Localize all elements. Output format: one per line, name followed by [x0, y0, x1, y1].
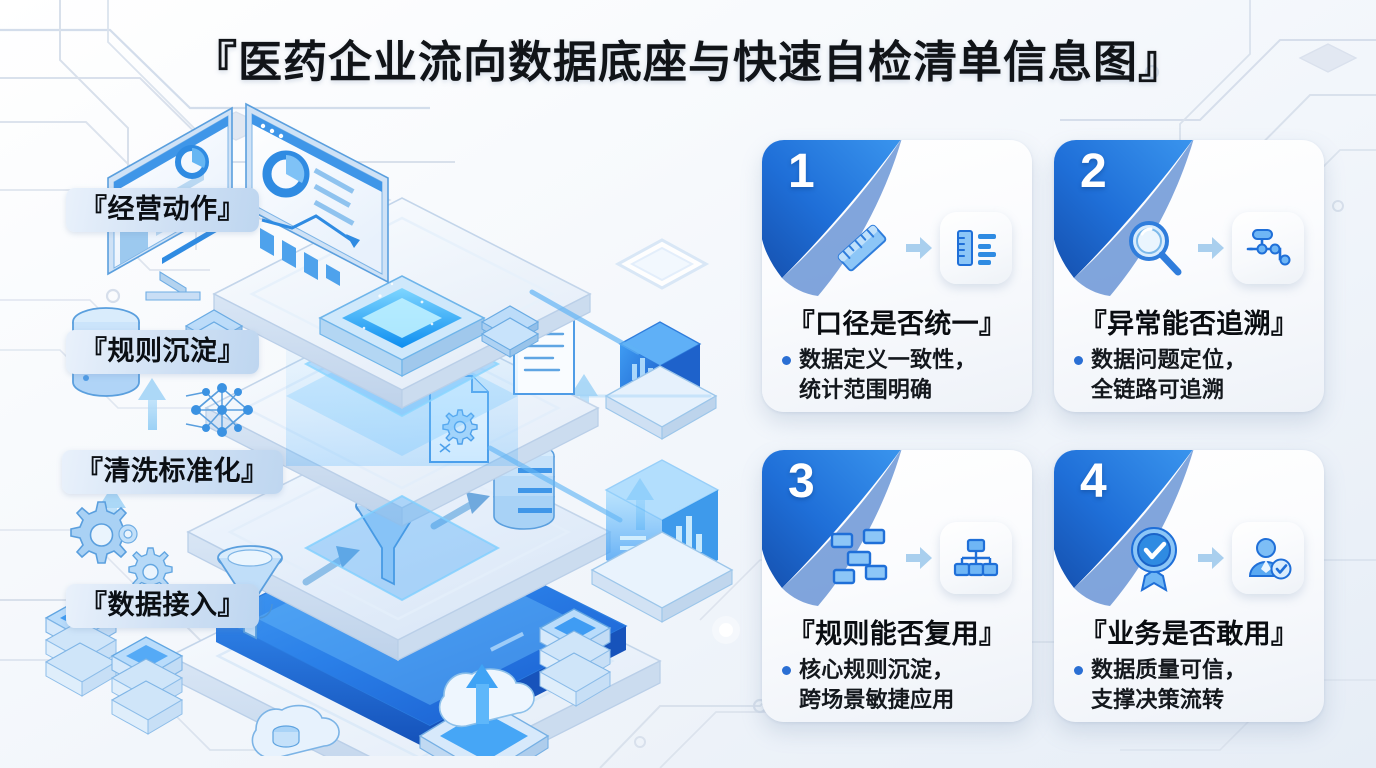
layer-label-rules: 『规则沉淀』 [66, 330, 259, 375]
card-icon-row-2 [1054, 196, 1324, 300]
bullet-line: 跨场景敏捷应用 [799, 687, 955, 713]
card-bullet-text-2: 数据问题定位， 全链路可追溯 [1091, 345, 1246, 406]
bullet-dot-icon-3 [782, 666, 791, 675]
card-bullet-3: 核心规则沉淀， 跨场景敏捷应用 [782, 655, 1018, 716]
arrow-right-icon-4 [1198, 547, 1224, 569]
bullet-line: 全链路可追溯 [1091, 377, 1225, 403]
verified-user-icon-tile [1232, 522, 1304, 594]
bullet-dot-icon-2 [1074, 356, 1083, 365]
card-icon-row-3 [762, 506, 1032, 610]
card-bullet-2: 数据问题定位， 全链路可追溯 [1074, 345, 1310, 406]
aligned-list-icon-tile [940, 212, 1012, 284]
card-title-2: 『异常能否追溯』 [1079, 309, 1299, 339]
layer-label-cleaning: 『清洗标准化』 [62, 450, 283, 495]
card-bullet-text-3: 核心规则沉淀， 跨场景敏捷应用 [799, 655, 954, 716]
magnifier-icon [1129, 221, 1182, 276]
card-bullet-1: 数据定义一致性， 统计范围明确 [782, 345, 1018, 406]
side-hex-node [614, 238, 710, 290]
server-rack-right-icon [538, 608, 612, 707]
card-icon-row-1 [762, 196, 1032, 300]
page-title: 『医药企业流向数据底座与快速自检清单信息图』 [193, 38, 1183, 87]
card-number-3: 3 [788, 455, 815, 508]
card-title-1: 『口径是否统一』 [787, 309, 1007, 339]
flow-arrow-up-3 [138, 378, 166, 430]
arrow-right-icon-3 [906, 547, 932, 569]
bullet-line: 数据质量可信， [1091, 657, 1247, 682]
card-number-1: 1 [788, 145, 815, 198]
bullet-line: 统计范围明确 [799, 377, 933, 403]
verified-user-icon [1248, 538, 1292, 580]
bullet-dot-icon-4 [1074, 666, 1083, 675]
bullet-line: 支撑决策流转 [1091, 687, 1225, 713]
quality-badge-icon [1131, 527, 1177, 593]
bullet-line: 数据定义一致性， [799, 347, 977, 372]
org-tree-icon-tile [940, 522, 1012, 594]
card-bullet-text-4: 数据质量可信， 支撑决策流转 [1091, 655, 1246, 716]
card-title-4: 『业务是否敢用』 [1079, 619, 1299, 649]
layer-label-ingest: 『数据接入』 [66, 584, 259, 629]
layer-label-ops: 『经营动作』 [66, 188, 259, 233]
aligned-list-icon [957, 230, 996, 266]
card-number-4: 4 [1080, 455, 1107, 508]
card-bullet-4: 数据质量可信， 支撑决策流转 [1074, 655, 1310, 716]
page-title-container: 『医药企业流向数据底座与快速自检清单信息图』 [0, 26, 1376, 90]
gear-icon-tiny [118, 524, 138, 544]
card-icon-row-4 [1054, 506, 1324, 610]
lineage-flow-icon-tile [1232, 212, 1304, 284]
lineage-flow-icon [1246, 229, 1291, 266]
card-title-3: 『规则能否复用』 [787, 619, 1007, 649]
checklist-card-4[interactable]: 4 [1054, 450, 1324, 722]
checklist-card-3[interactable]: 3 [762, 450, 1032, 722]
arrow-right-icon-2 [1198, 237, 1224, 259]
checklist-card-grid: 1 [762, 140, 1360, 736]
data-container-glow [590, 459, 734, 623]
bullet-dot-icon-1 [782, 356, 791, 365]
bullet-line: 核心规则沉淀， [799, 657, 955, 682]
arrow-right-icon-1 [906, 237, 932, 259]
card-bullet-text-1: 数据定义一致性， 统计范围明确 [799, 345, 977, 406]
checklist-card-2[interactable]: 2 [1054, 140, 1324, 412]
bullet-line: 数据问题定位， [1091, 347, 1247, 372]
ruler-icon [837, 224, 887, 272]
checklist-card-1[interactable]: 1 [762, 140, 1032, 412]
scattered-blocks-icon [830, 528, 888, 585]
org-tree-icon [953, 538, 999, 577]
card-number-2: 2 [1080, 145, 1107, 198]
